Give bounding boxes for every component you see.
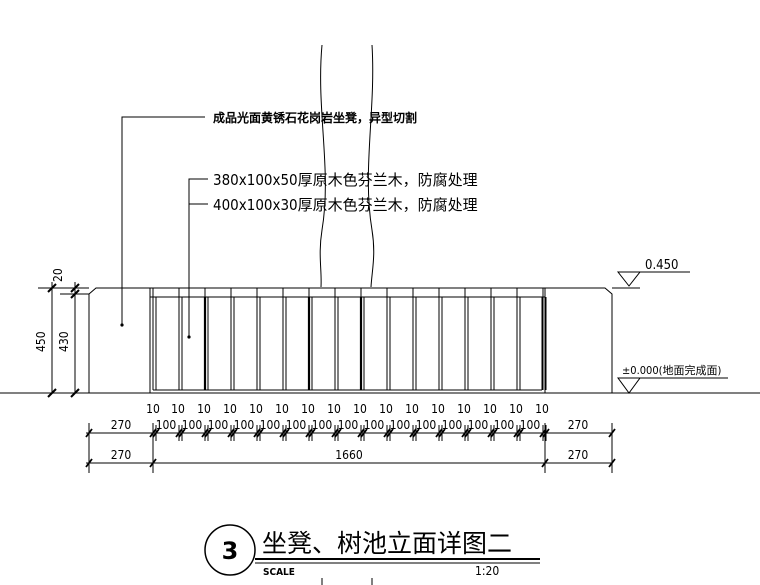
dim-label-20: 20 bbox=[51, 268, 65, 282]
dim-tick bbox=[70, 388, 80, 398]
dim-label: 270 bbox=[568, 448, 589, 462]
dim-label: 10 bbox=[146, 402, 160, 416]
dim-label: 100 bbox=[286, 418, 307, 432]
dim-tick bbox=[149, 458, 157, 468]
dim-label: 270 bbox=[568, 418, 589, 432]
dim-tick bbox=[85, 458, 93, 468]
dim-label: 10 bbox=[431, 402, 445, 416]
dim-label: 10 bbox=[509, 402, 523, 416]
annotation-wood-slat-30: 400x100x30厚原木色芬兰木，防腐处理 bbox=[213, 196, 478, 214]
dim-label: 10 bbox=[535, 402, 549, 416]
dim-tick bbox=[70, 283, 80, 293]
dim-label: 100 bbox=[364, 418, 385, 432]
dim-label: 270 bbox=[111, 418, 132, 432]
drawing-number: 3 bbox=[222, 537, 239, 565]
level-triangle-top bbox=[616, 271, 642, 287]
stone-bench-left bbox=[88, 287, 151, 394]
dim-label: 100 bbox=[260, 418, 281, 432]
annotation-wood-slat-50: 380x100x50厚原木色芬兰木，防腐处理 bbox=[213, 171, 478, 189]
dim-tick bbox=[70, 289, 80, 299]
dim-label: 10 bbox=[249, 402, 263, 416]
annotation-granite-seat: 成品光面黄锈石花岗岩坐凳，异型切割 bbox=[213, 110, 417, 125]
dim-label: 270 bbox=[111, 448, 132, 462]
dim-label: 10 bbox=[379, 402, 393, 416]
tree-trunk-left bbox=[319, 44, 326, 288]
dim-label: 100 bbox=[208, 418, 229, 432]
scale-value: 1:20 bbox=[475, 564, 499, 578]
dim-tick bbox=[541, 458, 549, 468]
drawing-number-circle bbox=[204, 524, 256, 576]
drawing-title: 坐凳、树池立面详图二 bbox=[262, 529, 512, 558]
stone-bench-right bbox=[544, 287, 613, 394]
dim-label: 10 bbox=[301, 402, 315, 416]
dim-label-430: 430 bbox=[57, 331, 71, 352]
leader-dot-1 bbox=[120, 323, 124, 327]
dim-label: 100 bbox=[312, 418, 333, 432]
dim-label: 100 bbox=[156, 418, 177, 432]
dim-label: 100 bbox=[494, 418, 515, 432]
dim-label: 10 bbox=[171, 402, 185, 416]
dimension-ticks bbox=[85, 425, 616, 468]
dim-row-3: 270 1660 270 bbox=[111, 448, 589, 462]
scale-label: SCALE bbox=[263, 567, 295, 578]
tree-trunk-right bbox=[367, 44, 375, 288]
dim-label: 100 bbox=[416, 418, 437, 432]
level-triangle-ground bbox=[617, 377, 641, 394]
level-label-top: 0.450 bbox=[645, 258, 678, 273]
dim-row-2: 270 100 100 100 100 100 100 100 100 100 … bbox=[111, 418, 589, 432]
dim-label: 100 bbox=[390, 418, 411, 432]
dim-label: 10 bbox=[275, 402, 289, 416]
dim-label: 10 bbox=[327, 402, 341, 416]
dim-label: 100 bbox=[468, 418, 489, 432]
dim-label: 10 bbox=[457, 402, 471, 416]
level-label-ground: ±0.000(地面完成面) bbox=[622, 363, 721, 377]
dim-label: 100 bbox=[182, 418, 203, 432]
dim-label-450: 450 bbox=[34, 331, 48, 352]
dim-label: 100 bbox=[520, 418, 541, 432]
dim-tick bbox=[85, 428, 93, 438]
dim-label: 100 bbox=[442, 418, 463, 432]
dim-label: 10 bbox=[197, 402, 211, 416]
dim-label: 10 bbox=[223, 402, 237, 416]
dim-label: 1660 bbox=[335, 448, 363, 462]
dim-row-1: 10 10 10 10 10 10 10 10 10 10 10 10 10 1… bbox=[146, 402, 549, 416]
dim-label: 10 bbox=[353, 402, 367, 416]
dim-tick bbox=[608, 428, 616, 438]
dim-label: 100 bbox=[338, 418, 359, 432]
dim-label: 10 bbox=[483, 402, 497, 416]
dim-tick bbox=[608, 458, 616, 468]
dim-tick bbox=[47, 388, 57, 398]
dim-tick bbox=[47, 283, 57, 293]
leader-line-2 bbox=[188, 178, 208, 337]
dim-label: 10 bbox=[405, 402, 419, 416]
wood-slats bbox=[152, 288, 547, 390]
leader-line-1 bbox=[121, 116, 205, 325]
leader-dot-2 bbox=[187, 335, 191, 339]
dim-label: 100 bbox=[234, 418, 255, 432]
